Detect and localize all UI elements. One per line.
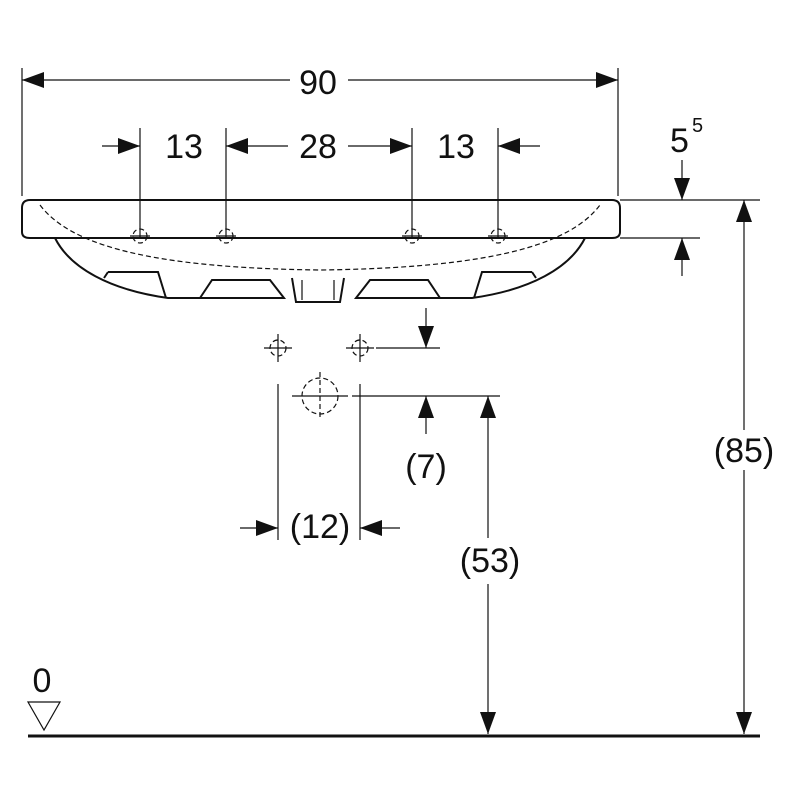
arrow-down-icon <box>418 326 434 348</box>
rim-thickness-value: 5 <box>670 122 689 160</box>
level-triangle-icon <box>26 701 62 732</box>
drain-spacing-dimension: (12) <box>240 384 400 546</box>
tap-spacing-middle-label: 28 <box>299 128 337 166</box>
drain-height-label: (53) <box>460 542 520 580</box>
overall-width-dimension: 90 <box>21 64 619 196</box>
drain-offset-label: (7) <box>405 448 447 486</box>
crosshair-icon <box>346 334 374 362</box>
tap-spacing-right-label: 13 <box>437 128 475 166</box>
overall-height-dimension: (85) <box>714 200 774 734</box>
drain-spacing-label: (12) <box>290 508 350 546</box>
tap-hole-icon <box>402 228 422 244</box>
arrow-down-icon <box>736 712 752 734</box>
drain-offset-dimension: (7) <box>352 308 500 486</box>
floor-level-label: 0 <box>33 662 52 700</box>
overall-width-label: 90 <box>299 64 337 102</box>
arrow-up-icon <box>736 200 752 222</box>
washbasin-body <box>21 199 621 303</box>
arrow-up-icon <box>480 396 496 418</box>
rim-thickness-superscript: 5 <box>692 115 703 137</box>
arrow-left-icon <box>226 138 248 154</box>
arrow-up-icon <box>418 396 434 418</box>
arrow-left-icon <box>22 72 44 88</box>
drain-connection-markers <box>264 334 374 420</box>
arrow-right-icon <box>256 520 278 536</box>
tap-hole-icon <box>130 228 150 244</box>
tap-spacing-left-label: 13 <box>165 128 203 166</box>
tap-hole-icon <box>216 228 236 244</box>
arrow-right-icon <box>390 138 412 154</box>
tap-hole-spacing-dimension: 13 28 13 <box>102 128 540 238</box>
arrow-right-icon <box>118 138 140 154</box>
arrow-left-icon <box>498 138 520 154</box>
waste-outlet-icon <box>292 372 348 420</box>
crosshair-icon <box>264 334 292 362</box>
arrow-down-icon <box>480 712 496 734</box>
arrow-right-icon <box>596 72 618 88</box>
tap-hole-icon <box>488 228 508 244</box>
floor-level-marker: 0 <box>26 662 760 738</box>
arrow-up-icon <box>674 238 690 260</box>
drain-height-dimension: (53) <box>460 396 520 734</box>
rim-thickness-dimension: 5 5 <box>620 115 760 276</box>
arrow-left-icon <box>360 520 382 536</box>
overall-height-label: (85) <box>714 432 774 470</box>
arrow-down-icon <box>674 178 690 200</box>
